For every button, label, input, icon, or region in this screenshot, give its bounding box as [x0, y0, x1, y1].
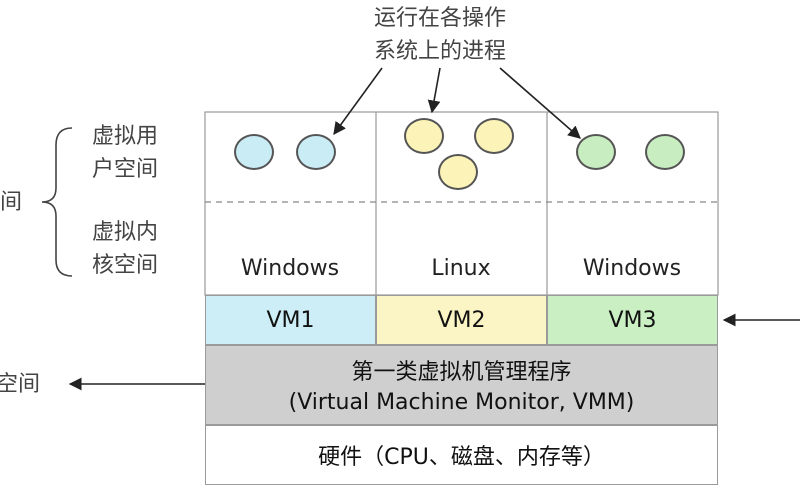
virtual-user-space-line1: 虚拟用 [92, 124, 159, 149]
process-vm2-3 [438, 154, 478, 190]
edge-space-label-2: 空间 [0, 372, 41, 397]
process-vm2-1 [404, 118, 444, 154]
virtual-user-space-line2: 户空间 [92, 157, 159, 182]
os-label-vm3: Windows [582, 256, 682, 281]
arrow-to-vm1 [333, 67, 383, 136]
virtual-kernel-space-label: 虚拟内 核空间 [92, 216, 158, 282]
os-label-vm1: Windows [240, 256, 340, 281]
virtual-user-space-label: 虚拟用 户空间 [92, 120, 158, 186]
top-note-line1: 运行在各操作 [373, 6, 506, 31]
vm3-box: VM3 [547, 295, 718, 345]
top-note: 运行在各操作 系统上的进程 [340, 2, 540, 68]
vm2-box: VM2 [376, 295, 547, 345]
hardware-box: 硬件（CPU、磁盘、内存等） [205, 425, 718, 485]
process-vm3-1 [576, 134, 616, 170]
top-note-line2: 系统上的进程 [373, 39, 506, 64]
vm3-label: VM3 [608, 307, 657, 333]
process-vm3-2 [645, 134, 685, 170]
left-brace [41, 127, 73, 277]
hardware-label: 硬件（CPU、磁盘、内存等） [318, 445, 605, 470]
vm1-label: VM1 [266, 307, 315, 333]
os-label-vm2: Linux [431, 256, 491, 281]
arrow-to-vm3 [499, 67, 581, 139]
edge-space-label-1: 间 [0, 190, 23, 215]
vm2-label: VM2 [437, 307, 486, 333]
arrow-to-vm2 [427, 67, 441, 114]
vmm-box: 第一类虚拟机管理程序 (Virtual Machine Monitor, VMM… [205, 345, 718, 425]
virtual-kernel-space-line2: 核空间 [92, 253, 159, 278]
process-vm1-1 [234, 134, 274, 170]
vm1-box: VM1 [205, 295, 376, 345]
vmm-line1: 第一类虚拟机管理程序 [351, 360, 572, 385]
process-vm2-2 [474, 118, 514, 154]
vmm-line2: (Virtual Machine Monitor, VMM) [288, 390, 635, 415]
virtual-kernel-space-line1: 虚拟内 [92, 220, 159, 245]
process-vm1-2 [296, 134, 336, 170]
